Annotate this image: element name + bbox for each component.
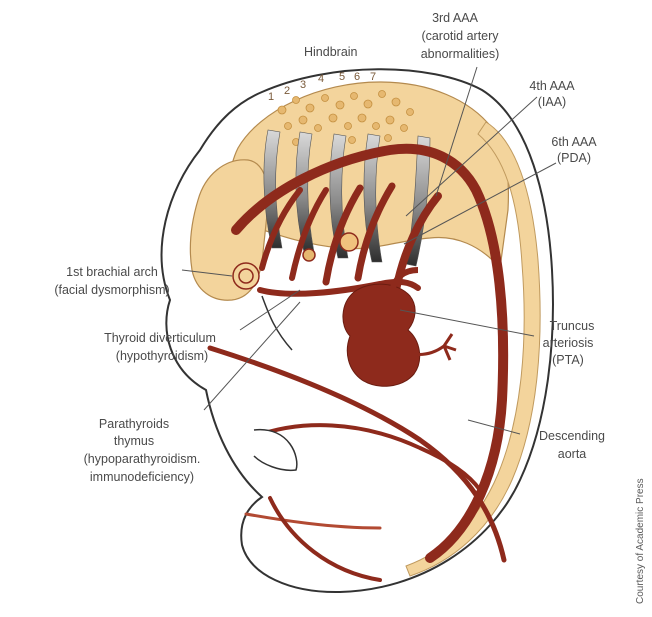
label-truncus-pta: (PTA) [552,353,584,367]
label-parathyroid-note2: immunodeficiency) [90,470,194,484]
label-parathyroid-note: (hypoparathyroidism. [84,452,201,466]
pouch-number: 4 [318,73,324,85]
label-hindbrain: Hindbrain [304,45,358,59]
label-1st-arch: 1st brachial arch [66,265,158,279]
pouch-number: 6 [354,71,360,83]
pouch-number: 5 [339,71,345,83]
label-thyroid-note: (hypothyroidism) [116,349,208,363]
label-truncus-note: arteriosis [543,336,594,350]
label-4th-aaa-note: (IAA) [538,95,566,109]
label-descending: Descending [539,429,605,443]
credit-text: Courtesy of Academic Press [635,478,646,604]
pouch-number: 1 [268,91,274,103]
label-6th-aaa: 6th AAA [551,135,597,149]
label-6th-aaa-note: (PDA) [557,151,591,165]
label-aorta: aorta [558,447,587,461]
pouch-number: 2 [284,85,290,97]
label-1st-arch-note: (facial dysmorphism) [54,283,169,297]
label-3rd-aaa: 3rd AAA [432,11,479,25]
pouch-number: 7 [370,71,376,83]
truncus-heart [343,284,420,386]
label-parathyroids: Parathyroids [99,417,169,431]
label-4th-aaa: 4th AAA [529,79,575,93]
label-3rd-aaa-note2: abnormalities) [421,47,500,61]
label-thymus: thymus [114,434,154,448]
pouch-number: 3 [300,79,306,91]
label-3rd-aaa-note: (carotid artery [421,29,499,43]
label-truncus: Truncus [550,319,595,333]
label-thyroid: Thyroid diverticulum [104,331,216,345]
